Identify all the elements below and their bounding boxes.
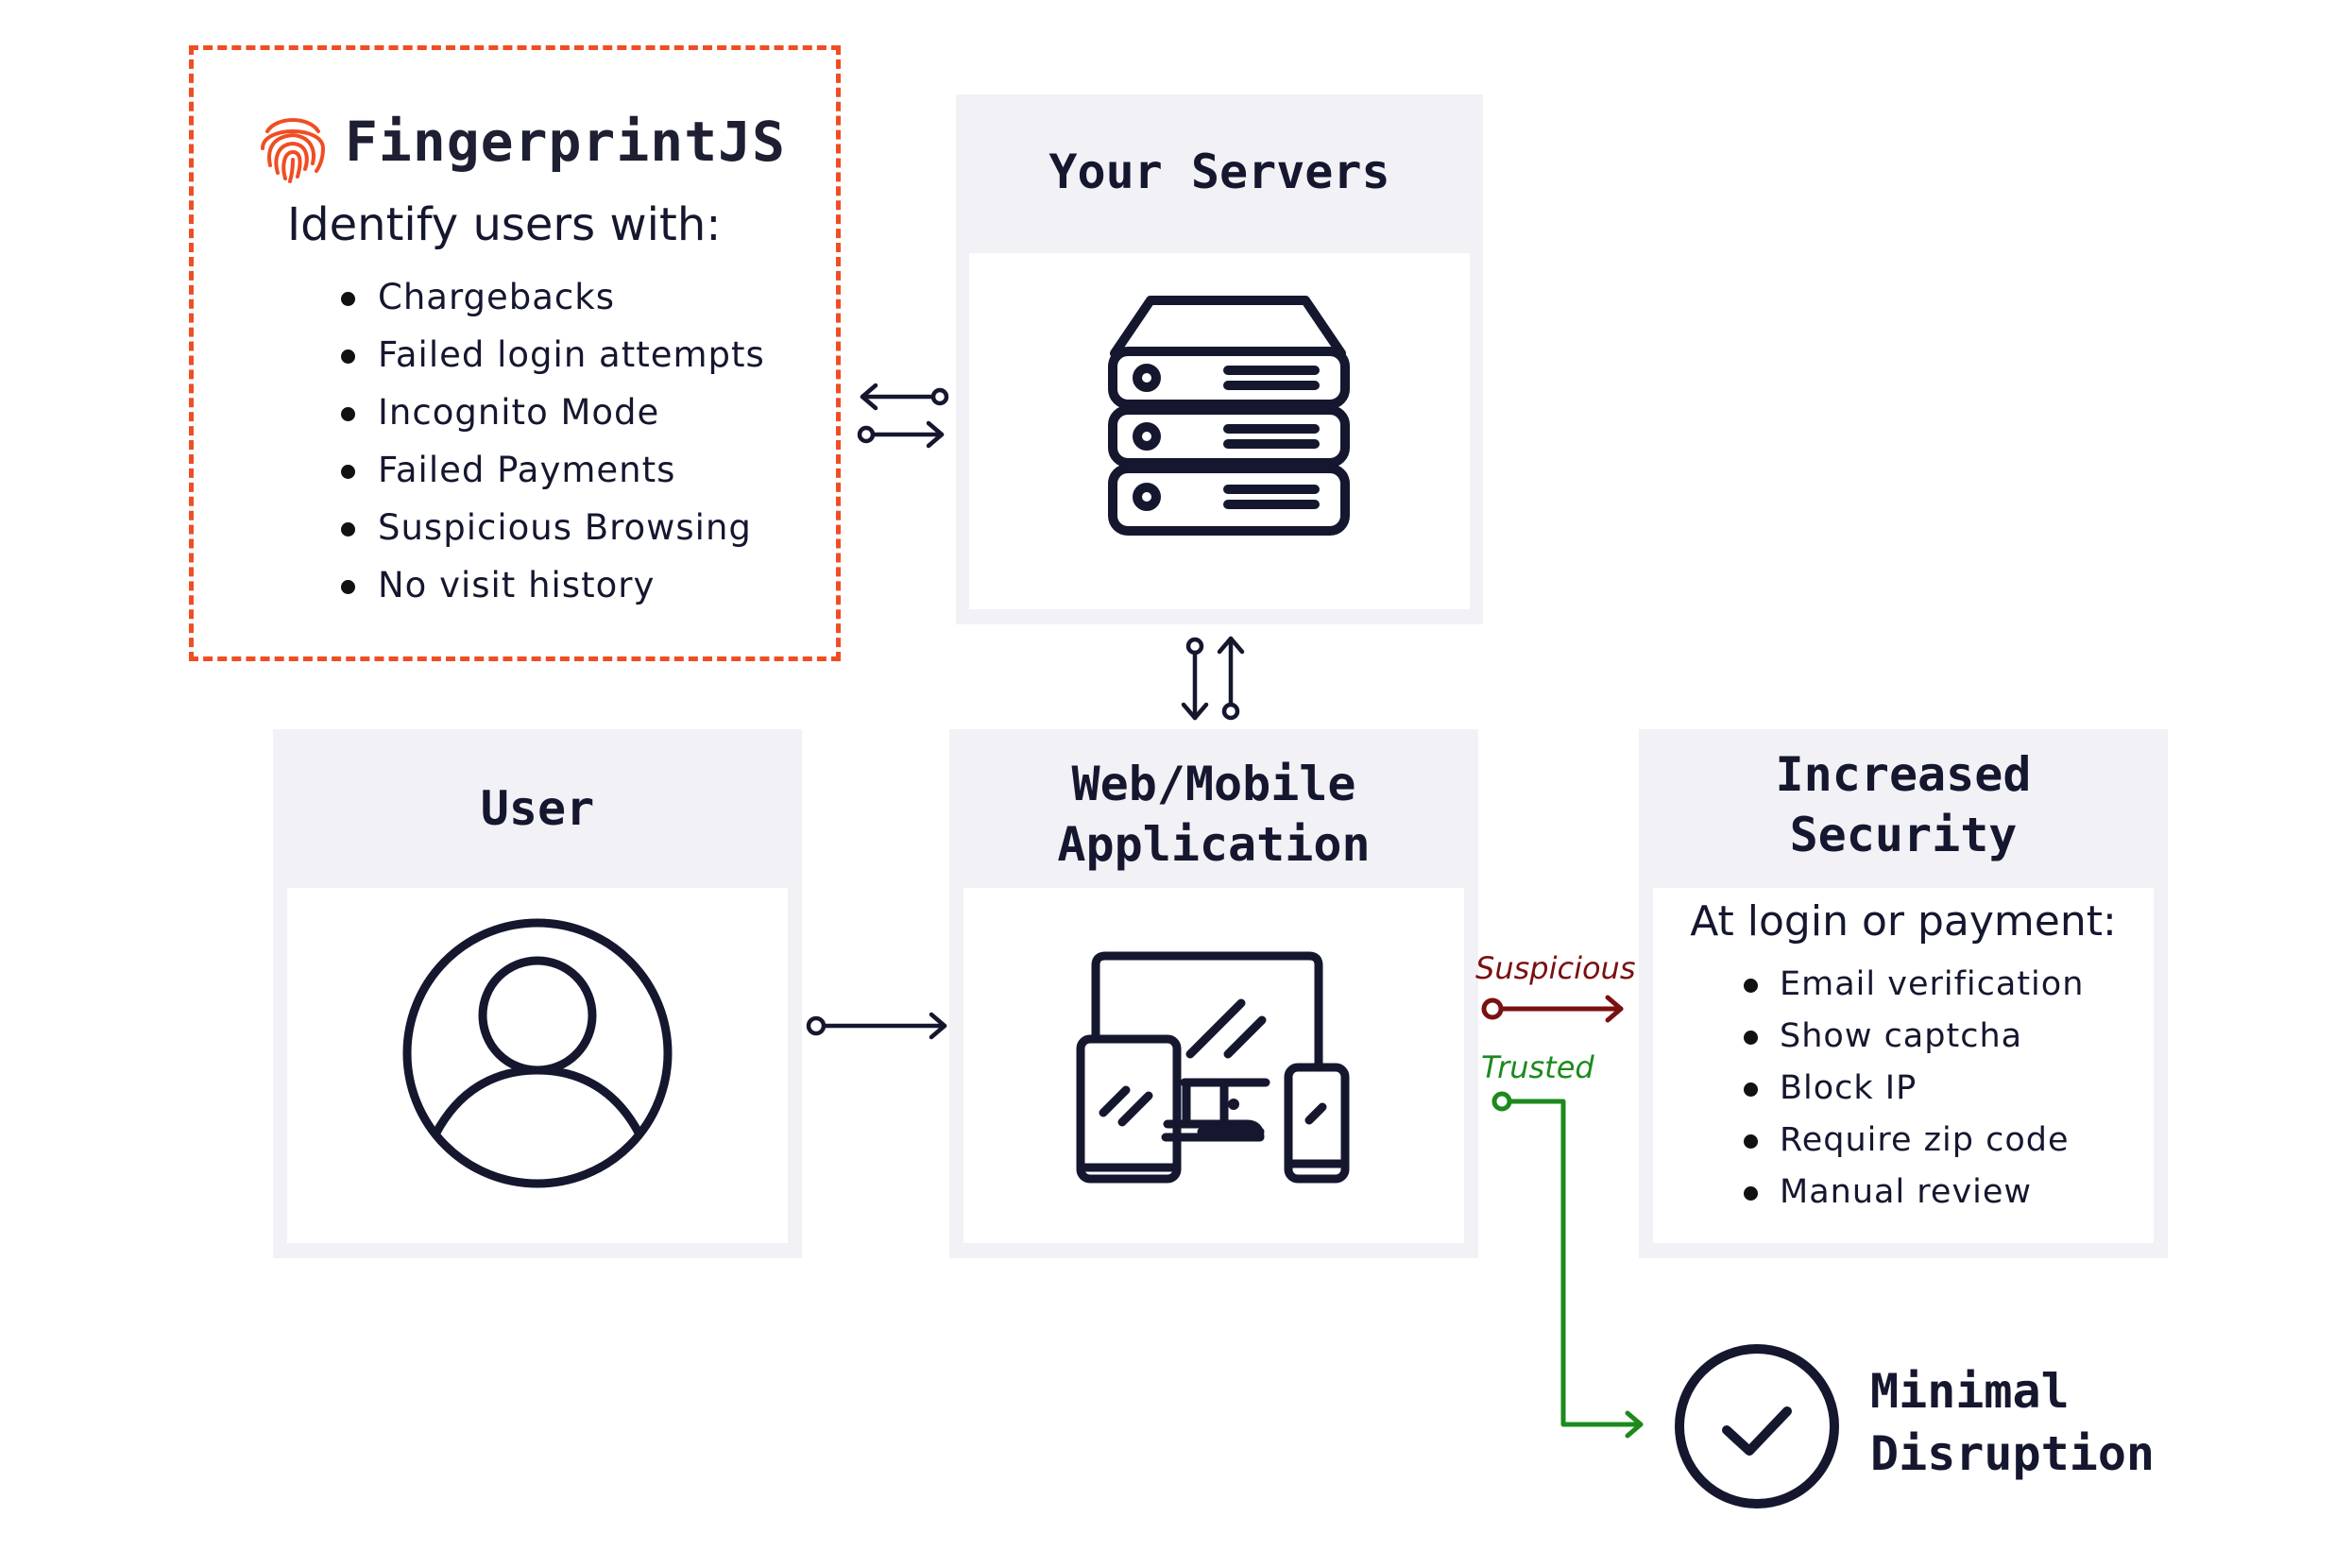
security-title-line2: Security [1789, 808, 2018, 862]
security-title-line1: Increased [1775, 747, 2032, 802]
user-panel-body [287, 888, 788, 1243]
minimal-disruption-line1: Minimal [1870, 1364, 2070, 1419]
server-stack-icon [1108, 296, 1350, 536]
app-title-line1: Web/Mobile [1071, 757, 1356, 811]
list-item: Block IP [1744, 1062, 2084, 1114]
app-panel: Web/Mobile Application [949, 729, 1478, 1258]
user-panel: User [273, 729, 802, 1258]
suspicious-label: Suspicious [1475, 950, 1636, 986]
user-app-arrow [806, 1012, 947, 1040]
servers-panel: Your Servers [956, 94, 1483, 624]
security-panel-body [1653, 888, 2154, 1243]
servers-title: Your Servers [1048, 145, 1390, 199]
suspicious-arrow [1481, 995, 1624, 1023]
trusted-arrow [1491, 1091, 1644, 1439]
list-item: Failed login attempts [338, 327, 765, 384]
list-item: Require zip code [1744, 1114, 2084, 1166]
minimal-disruption-label: Minimal Disruption [1870, 1360, 2155, 1485]
list-item: Suspicious Browsing [338, 500, 765, 557]
list-item: Show captcha [1744, 1010, 2084, 1062]
devices-icon [1076, 951, 1350, 1184]
list-item: No visit history [338, 557, 765, 615]
list-item: Failed Payments [338, 442, 765, 500]
security-list: Email verification Show captcha Block IP… [1744, 958, 2084, 1218]
fingerprintjs-brand: FingerprintJS [345, 110, 786, 174]
server-app-arrows [1181, 636, 1245, 721]
list-item: Incognito Mode [338, 384, 765, 442]
list-item: Chargebacks [338, 269, 765, 327]
checkmark-circle-icon [1675, 1344, 1839, 1508]
trusted-label: Trusted [1481, 1049, 1594, 1085]
fingerprintjs-box [189, 45, 841, 661]
app-panel-body [963, 888, 1464, 1243]
security-panel: Increased Security [1639, 729, 2168, 1258]
fingerprint-server-arrows [857, 383, 949, 449]
identify-list: Chargebacks Failed login attempts Incogn… [338, 269, 765, 615]
minimal-disruption-line2: Disruption [1870, 1426, 2156, 1481]
user-avatar-icon [402, 918, 673, 1188]
security-heading: At login or payment: [1690, 897, 2117, 946]
servers-panel-body [969, 253, 1470, 609]
fingerprintjs-heading: Identify users with: [287, 198, 722, 251]
list-item: Manual review [1744, 1166, 2084, 1218]
fingerprint-icon [261, 118, 326, 183]
user-title: User [480, 781, 595, 836]
list-item: Email verification [1744, 958, 2084, 1010]
app-title-line2: Application [1057, 817, 1371, 872]
